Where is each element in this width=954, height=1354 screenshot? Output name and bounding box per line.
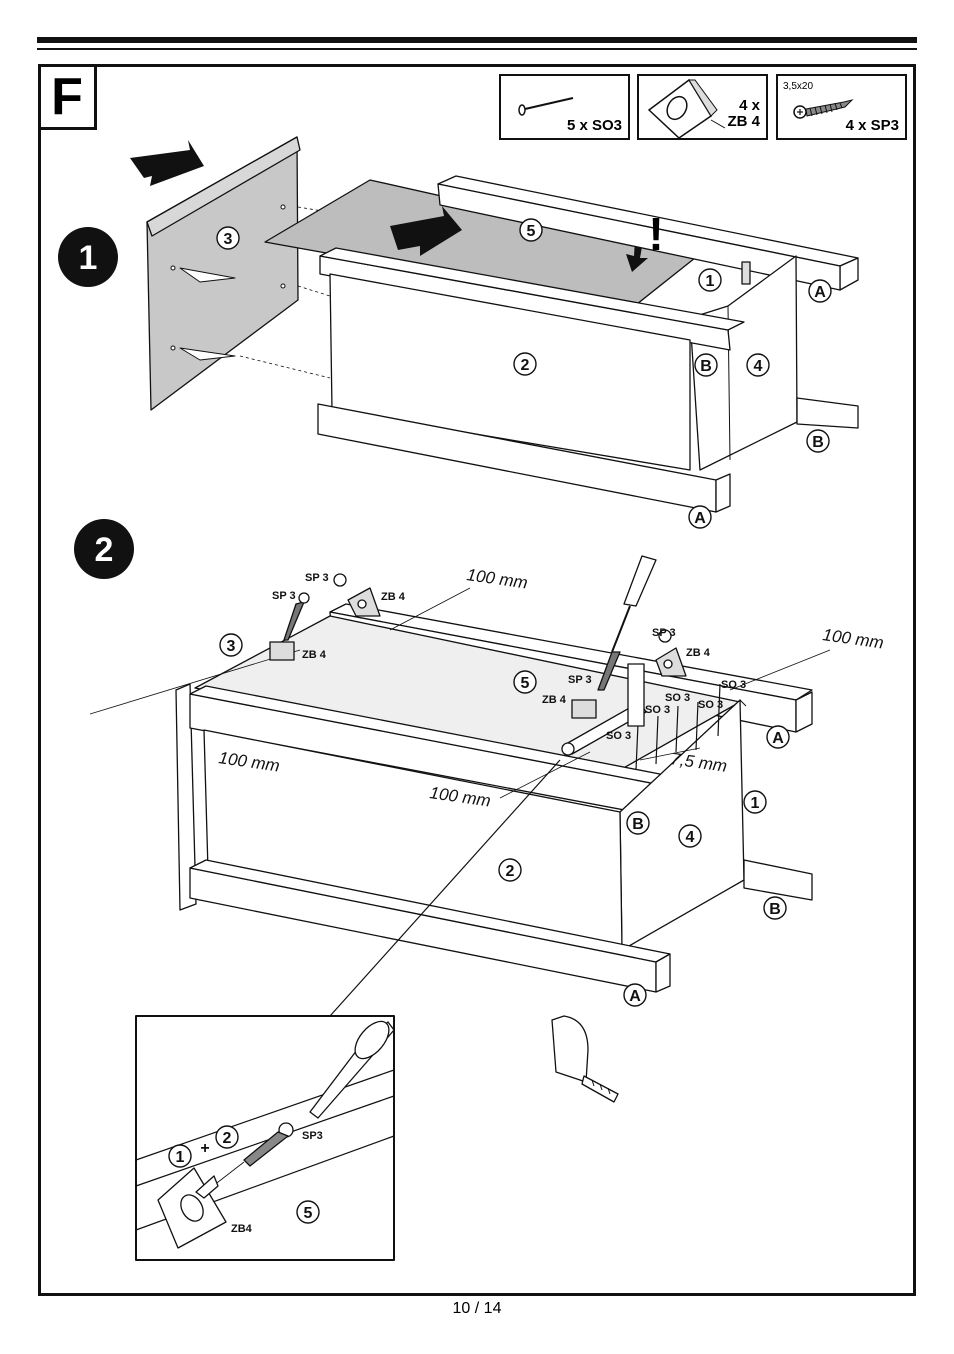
step2-callout-4: 4 [686,829,695,846]
step-letter: F [40,66,97,130]
step2-sp3-label-a: SP 3 [305,572,329,584]
step2-zb4-label-c: ZB 4 [686,647,711,659]
step2-zb4-label-b: ZB 4 [302,649,327,661]
dim-100-top: 100 mm [465,565,528,592]
step2-panel-3 [175,683,197,911]
step2-zb4-label-d: ZB 4 [542,694,567,706]
step1-front-panel-2 [329,273,691,471]
part-qty-nail: 5 x SO3 [566,117,622,134]
part-qty-corner-block-line2: ZB 4 [727,113,760,130]
step1-callout-b-right: B [812,434,824,451]
step2-so3-label-c: SO 3 [698,699,723,711]
step2-callout-1: 1 [751,795,760,812]
hammer-icon [561,663,647,756]
part-qty-corner-block: 4 x ZB 4 [727,98,760,130]
step2-so3-label-a: SO 3 [721,679,746,691]
step2-number: 2 [95,531,114,569]
step2-so3-label-d: SO 3 [645,704,670,716]
screw-icon [793,99,854,119]
step1-number: 1 [79,239,98,277]
step1-callout-b-left: B [700,358,712,375]
part-box-corner-block: 4 x ZB 4 [637,74,768,140]
nail-icon [518,97,574,116]
push-arrow-icon [130,140,204,186]
step1-callout-4: 4 [754,358,763,375]
part-box-screw: 3,5x20 4 x SP3 [776,74,907,140]
step2-callout-3: 3 [227,638,236,655]
step1-callout-1: 1 [706,273,715,290]
page-number: 10 / 14 [452,1300,502,1317]
step2-callout-b-left: B [632,816,644,833]
warning-mark: ! [648,208,663,260]
detail-sp3-label: SP3 [302,1130,323,1142]
step2-callout-2: 2 [506,863,515,880]
step1-callout-3: 3 [224,231,233,248]
detail-plus: + [200,1140,209,1157]
step2-callout-a-top: A [772,730,784,747]
step2-sp3-label-c: SP 3 [652,627,676,639]
dim-100-right: 100 mm [821,625,884,652]
step2-illustration [74,519,831,1103]
part-spec-screw: 3,5x20 [783,81,814,92]
step2-badge [74,519,134,579]
step2-callout-a-bottom: A [629,988,641,1005]
step2-so3-label-e: SO 3 [606,730,631,742]
step2-callout-5: 5 [521,675,530,692]
detail-view [135,1015,395,1261]
insert-arrow-icon [390,206,462,256]
detail-callout-5: 5 [304,1205,313,1222]
step1-badge [58,227,118,287]
part-box-nail: 5 x SO3 [499,74,630,140]
step2-so3-label-b: SO 3 [665,692,690,704]
header-rule-thin [37,48,917,50]
step1-callout-5: 5 [527,223,536,240]
detail-callout-2: 2 [223,1130,232,1147]
step1-callout-a-top: A [814,284,826,301]
step2-sp3-label-d: SP 3 [568,674,592,686]
header-rule-thick [37,37,917,43]
step2-callout-b-right: B [769,901,781,918]
detail-callout-1: 1 [176,1149,185,1166]
corner-block-icon [647,78,726,138]
step2-zb4-label-a: ZB 4 [381,591,406,603]
step2-sp3-label-b: SP 3 [272,590,296,602]
step-frame [38,64,916,1296]
step1-illustration [58,136,859,513]
step1-callout-a-bottom: A [694,510,706,527]
screwdriver-icon [611,555,657,653]
detail-zb4-label: ZB4 [231,1223,253,1235]
tape-measure-icon [551,1015,619,1103]
step1-callout-2: 2 [521,357,530,374]
part-qty-screw: 4 x SP3 [845,117,899,134]
part-qty-corner-block-line1: 4 x [739,97,760,114]
step1-side-panel-4 [689,255,798,471]
